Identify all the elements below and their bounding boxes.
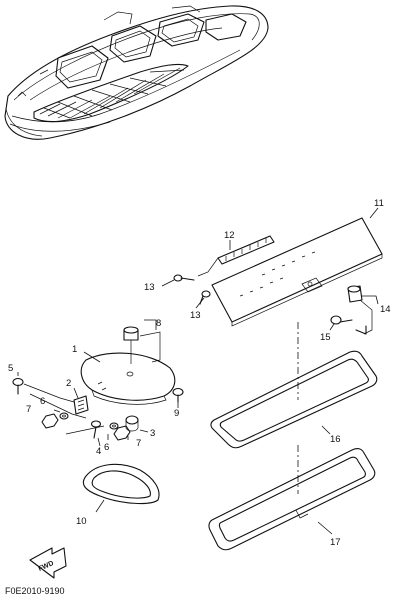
part-11-lid — [211, 217, 383, 327]
callout-5: 5 — [8, 363, 13, 374]
part-16-frame — [210, 350, 378, 449]
callout-13: 13 — [144, 282, 155, 293]
fwd-arrow-icon: FWD — [29, 547, 67, 579]
part-15-screw — [330, 315, 353, 325]
part-2-hinge — [73, 395, 89, 415]
callout-3: 3 — [150, 428, 155, 439]
callout-17: 17 — [330, 537, 341, 548]
part-4-screw — [90, 420, 102, 439]
callout-6: 6 — [40, 396, 45, 407]
part-9-screw — [172, 387, 184, 403]
callout-14: 14 — [380, 304, 391, 315]
callout-9: 9 — [174, 408, 179, 419]
part-12-strip — [197, 235, 275, 277]
callout-4: 4 — [96, 446, 101, 457]
callout-6: 6 — [104, 442, 109, 453]
part-10-seal — [82, 463, 160, 505]
part-14-latch — [347, 285, 373, 335]
callout-12: 12 — [224, 230, 235, 241]
callout-13: 13 — [190, 310, 201, 321]
part-8-cap — [123, 326, 161, 364]
leader-lines — [17, 207, 379, 535]
part-5-screw — [12, 377, 24, 395]
callout-15: 15 — [320, 332, 331, 343]
part-17-gasket — [208, 448, 376, 551]
callout-1: 1 — [72, 344, 77, 355]
part-3-cap — [125, 415, 139, 432]
part-7-nuts — [41, 413, 131, 441]
part-1-oval-lid — [80, 352, 176, 405]
diagram-code: F0E2010-9190 — [5, 586, 65, 596]
callout-8: 8 — [156, 318, 161, 329]
callout-16: 16 — [330, 434, 341, 445]
part-6-washers — [59, 412, 119, 430]
boat-illustration — [4, 5, 269, 140]
callout-11: 11 — [374, 198, 384, 209]
callout-labels: 11 12 13 13 14 15 16 17 8 1 5 2 6 7 3 7 … — [8, 198, 391, 548]
part-13-screws — [173, 274, 211, 305]
callout-7: 7 — [136, 438, 141, 449]
callout-10: 10 — [76, 516, 87, 527]
callout-7: 7 — [26, 404, 31, 415]
callout-2: 2 — [66, 378, 71, 389]
